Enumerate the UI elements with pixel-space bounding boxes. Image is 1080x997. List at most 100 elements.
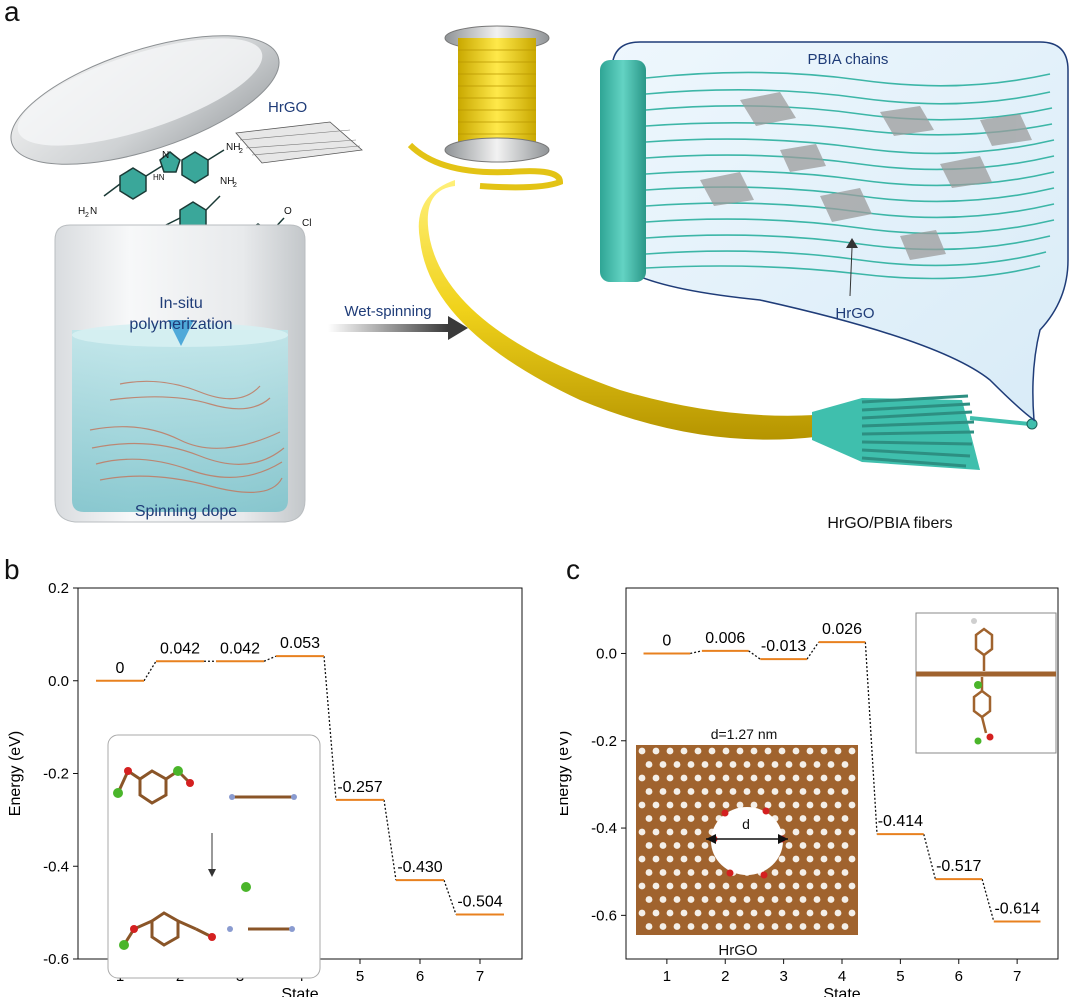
lattice-hole xyxy=(841,869,849,876)
lattice-hole xyxy=(687,923,695,930)
lattice-hole xyxy=(645,923,653,930)
lattice-hole xyxy=(799,815,807,822)
lattice-hole xyxy=(799,761,807,768)
y-axis-label: Energy (eV) xyxy=(560,731,572,816)
panel-a-letter: a xyxy=(4,0,20,27)
x-tick-label: 7 xyxy=(476,968,484,985)
wet-spinning-arrow xyxy=(328,316,468,340)
lattice-hole xyxy=(680,855,688,863)
lattice-hole xyxy=(743,761,751,768)
lattice-hole xyxy=(757,761,765,768)
lattice-hole xyxy=(820,774,828,782)
lattice-hole xyxy=(687,788,695,795)
x-tick-label: 6 xyxy=(955,968,963,985)
lattice-hole xyxy=(680,909,688,917)
energy-value-label: -0.013 xyxy=(761,638,806,655)
lattice-hole xyxy=(687,896,695,903)
lattice-hole xyxy=(729,923,737,930)
lattice-hole xyxy=(652,801,660,809)
lattice-hole xyxy=(827,923,835,930)
lattice-hole xyxy=(834,828,842,836)
lattice-hole xyxy=(806,747,814,755)
lattice-hole xyxy=(813,923,821,930)
lattice-hole xyxy=(750,774,758,782)
spinning-dope-label: Spinning dope xyxy=(135,503,237,520)
lattice-hole xyxy=(792,747,800,755)
lattice-hole xyxy=(813,842,821,849)
lattice-hole xyxy=(659,815,667,822)
lattice-hole xyxy=(827,869,835,876)
atom-markers-b xyxy=(113,766,297,950)
lattice-hole xyxy=(659,842,667,849)
level-connector xyxy=(143,660,157,682)
in-situ-label-1: In-situ xyxy=(159,295,203,312)
x-axis-label: State xyxy=(281,986,318,997)
x-tick-label: 5 xyxy=(356,968,364,985)
y-tick-label: -0.2 xyxy=(43,766,69,783)
lattice-hole xyxy=(848,882,856,890)
svg-text:NH: NH xyxy=(220,176,234,187)
lattice-hole xyxy=(785,788,793,795)
level-connector xyxy=(383,799,397,881)
lattice-hole xyxy=(813,896,821,903)
level-connector xyxy=(806,641,820,660)
fiber-spool xyxy=(444,25,550,163)
lattice-hole xyxy=(666,828,674,836)
lattice-hole xyxy=(778,909,786,917)
lattice-hole xyxy=(848,855,856,863)
lattice-hole xyxy=(841,896,849,903)
y-tick-label: 0.0 xyxy=(596,645,617,662)
d-label: d xyxy=(742,816,750,832)
x-tick-label: 7 xyxy=(1013,968,1021,985)
energy-value-label: 0.053 xyxy=(280,635,320,652)
lattice-hole xyxy=(785,896,793,903)
lattice-hole xyxy=(778,855,786,863)
lattice-hole xyxy=(813,869,821,876)
lattice-hole xyxy=(764,882,772,890)
distance-label: d=1.27 nm xyxy=(711,726,778,742)
lattice-hole xyxy=(834,747,842,755)
x-tick-label: 6 xyxy=(416,968,424,985)
lattice-hole xyxy=(645,761,653,768)
lattice-hole xyxy=(638,774,646,782)
lattice-hole xyxy=(827,896,835,903)
lattice-hole xyxy=(701,788,709,795)
lattice-hole xyxy=(848,747,856,755)
lattice-hole xyxy=(673,815,681,822)
y-tick-label: -0.6 xyxy=(591,907,617,924)
lattice-hole xyxy=(638,828,646,836)
lattice-hole xyxy=(792,828,800,836)
lattice-hole xyxy=(799,788,807,795)
lattice-hole xyxy=(757,923,765,930)
lattice-hole xyxy=(736,909,744,917)
lattice-hole xyxy=(764,801,772,809)
level-connector xyxy=(323,656,337,800)
lattice-hole xyxy=(659,923,667,930)
lattice-hole xyxy=(750,909,758,917)
y-tick-label: 0.0 xyxy=(48,673,69,690)
reaction-inset-b xyxy=(107,734,321,979)
svg-text:2: 2 xyxy=(233,182,237,189)
energy-value-label: -0.504 xyxy=(457,893,502,910)
lattice-hole xyxy=(834,774,842,782)
lattice-hole xyxy=(715,923,723,930)
lattice-hole xyxy=(715,869,723,876)
lattice-hole xyxy=(701,869,709,876)
lattice-hole xyxy=(680,747,688,755)
lattice-hole xyxy=(848,828,856,836)
lattice-hole xyxy=(827,842,835,849)
lattice-hole xyxy=(666,801,674,809)
lattice-hole xyxy=(827,788,835,795)
oxygen-markers xyxy=(710,807,786,879)
lattice-hole xyxy=(652,855,660,863)
lattice-hole xyxy=(701,842,709,849)
lattice-hole xyxy=(694,828,702,836)
lattice-hole xyxy=(722,801,730,809)
lattice-hole xyxy=(743,896,751,903)
svg-text:O: O xyxy=(284,206,292,217)
lattice-hole xyxy=(785,761,793,768)
lattice-hole xyxy=(771,761,779,768)
energy-value-label: 0.006 xyxy=(705,630,745,647)
lattice-hole xyxy=(673,869,681,876)
